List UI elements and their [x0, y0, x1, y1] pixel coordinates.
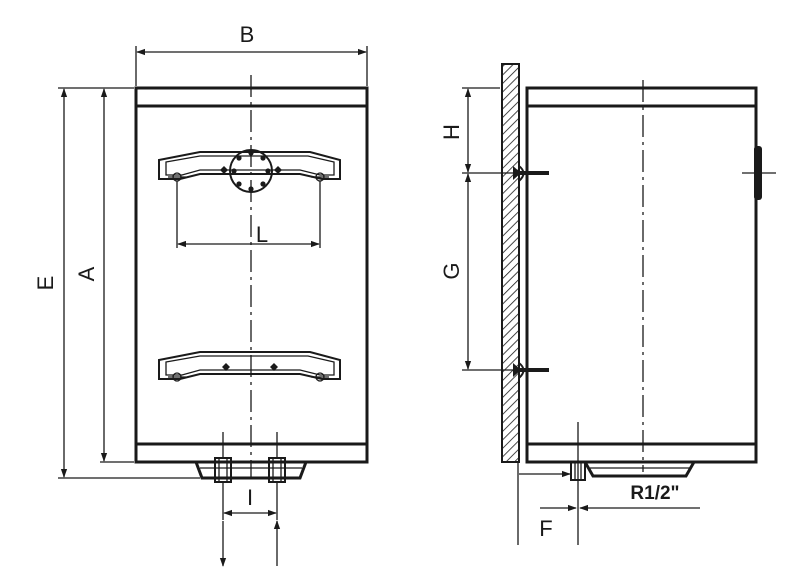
upper-mounting-bracket: [158, 149, 341, 193]
label-f: F: [539, 516, 552, 541]
front-bottom-cover: [193, 432, 309, 520]
flange-circle: [229, 149, 273, 193]
lower-mounting-bracket: [158, 351, 341, 382]
label-thread-r12: R1/2": [630, 483, 679, 504]
wall-hatched: [501, 63, 520, 463]
label-h: H: [439, 124, 464, 140]
dimension-h: H: [439, 87, 513, 174]
dimension-e: E: [33, 87, 200, 479]
front-view: B E A L I: [33, 22, 369, 567]
dimension-a: A: [74, 88, 134, 463]
label-g: G: [439, 262, 464, 279]
side-view: H G F R1/2": [439, 63, 776, 545]
dimension-l: L: [176, 181, 321, 248]
dimension-g: G: [439, 173, 513, 371]
dimension-b: B: [135, 22, 368, 86]
label-b: B: [240, 22, 255, 47]
wall-hook-lower: [513, 362, 549, 379]
dimension-f: F R1/2": [517, 462, 700, 545]
side-bottom-cover: [570, 422, 697, 545]
label-e: E: [33, 276, 58, 291]
label-l: L: [256, 222, 268, 247]
label-a: A: [74, 266, 99, 281]
label-i: I: [247, 485, 253, 510]
wall-hook-upper: [513, 165, 549, 182]
dimension-i: I: [219, 485, 281, 567]
side-tank-body: [525, 86, 758, 464]
